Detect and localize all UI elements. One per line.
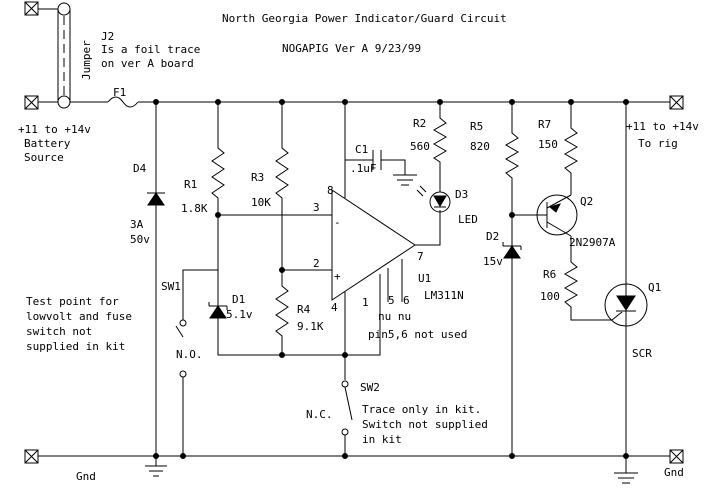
d2-value: 15v — [483, 255, 503, 268]
schematic-title: North Georgia Power Indicator/Guard Circ… — [222, 12, 507, 25]
d4-value-1: 3A — [130, 218, 144, 231]
scr-q1 — [604, 102, 648, 456]
capacitor-c1 — [345, 150, 417, 186]
battery-label-line-1: +11 to +14v — [18, 123, 91, 136]
ground-symbol-right — [614, 456, 638, 484]
junction-dots — [153, 99, 629, 459]
ground-label-left: Gnd — [76, 470, 96, 483]
u1-unused-pins-note: pin5,6 not used — [368, 328, 467, 341]
r3-value: 10K — [251, 196, 271, 209]
switch-sw1 — [175, 269, 218, 456]
q2-part: 2N2907A — [569, 236, 616, 249]
test-point-note-line-4: supplied in kit — [26, 340, 125, 353]
resistor-r3 — [275, 102, 332, 271]
u1-pin-6: 6 — [403, 294, 410, 307]
schematic-version: NOGAPIG Ver A 9/23/99 — [282, 42, 421, 55]
transistor-q2 — [536, 194, 578, 237]
terminal-battery-positive — [24, 95, 39, 110]
sw2-type: N.C. — [306, 408, 333, 421]
zener-d1 — [208, 302, 228, 319]
ground-symbol-left — [145, 456, 167, 477]
test-point-note-line-1: Test point for — [26, 295, 119, 308]
terminal-ground-right — [669, 449, 684, 464]
terminal-top-left — [24, 1, 39, 16]
r3-ref: R3 — [251, 171, 264, 184]
sw2-note-line-1: Trace only in kit. — [362, 403, 481, 416]
d4-ref: D4 — [133, 162, 147, 175]
battery-label-line-2: Battery — [24, 137, 71, 150]
resistor-r1 — [211, 102, 345, 356]
u1-ref: U1 — [418, 272, 431, 285]
u1-pin-3: 3 — [313, 201, 320, 214]
d3-ref: D3 — [455, 188, 468, 201]
r6-ref: R6 — [543, 268, 556, 281]
jumper-j2: Jumper — [38, 2, 93, 109]
resistor-r2 — [433, 102, 447, 192]
r6-value: 100 — [540, 290, 560, 303]
u1-plus: + — [334, 270, 341, 283]
r7-value: 150 — [538, 138, 558, 151]
r2-value: 560 — [410, 140, 430, 153]
d4-value-2: 50v — [130, 233, 150, 246]
sw1-ref: SW1 — [161, 280, 181, 293]
sw2-note-line-2: Switch not supplied — [362, 418, 488, 431]
test-point-note-line-3: switch not — [26, 325, 92, 338]
u1-pin-7: 7 — [417, 250, 424, 263]
switch-sw2 — [341, 380, 353, 456]
d1-value: 5.1v — [226, 308, 253, 321]
to-rig-label-line-1: +11 to +14v — [626, 120, 699, 133]
d1-ref: D1 — [232, 293, 245, 306]
j2-note-line-1: J2 — [101, 30, 114, 43]
c1-ref: C1 — [355, 143, 368, 156]
r4-ref: R4 — [297, 303, 311, 316]
u1-pin-5: 5 — [388, 294, 395, 307]
test-point-note-line-2: lowvolt and fuse — [26, 310, 132, 323]
u1-pin-1: 1 — [362, 296, 369, 309]
jumper-label: Jumper — [80, 40, 93, 80]
r4-value: 9.1K — [297, 320, 324, 333]
terminal-to-rig — [669, 95, 684, 110]
r1-value: 1.8K — [181, 202, 208, 215]
u1-part: LM311N — [424, 289, 464, 302]
u1-minus: - — [334, 216, 341, 229]
led-d3 — [416, 185, 451, 213]
r1-ref: R1 — [184, 178, 197, 191]
sw2-ref: SW2 — [360, 381, 380, 394]
q1-ref: Q1 — [648, 281, 661, 294]
j2-note-line-3: on ver A board — [101, 57, 194, 70]
comparator-u1 — [331, 102, 441, 380]
zener-d2 — [502, 242, 522, 259]
j2-note-line-2: Is a foil trace — [101, 43, 200, 56]
u1-pin-2: 2 — [313, 257, 320, 270]
fuse-f1 — [107, 96, 139, 108]
r2-ref: R2 — [413, 117, 426, 130]
battery-label-line-3: Source — [24, 151, 64, 164]
c1-value: .1uF — [350, 162, 377, 175]
resistor-r7 — [564, 102, 578, 195]
diode-d4 — [147, 102, 165, 456]
d2-ref: D2 — [486, 230, 499, 243]
r5-value: 820 — [470, 140, 490, 153]
r7-ref: R7 — [538, 118, 551, 131]
terminal-ground-left — [24, 449, 39, 464]
sw1-type: N.O. — [176, 348, 203, 361]
u1-nu-label: nu nu — [378, 310, 411, 323]
d3-type: LED — [458, 213, 478, 226]
q1-type: SCR — [632, 347, 652, 360]
sw2-note-line-3: in kit — [362, 433, 402, 446]
u1-pin-4: 4 — [331, 301, 338, 314]
resistor-r6 — [564, 236, 612, 321]
to-rig-label-line-2: To rig — [638, 137, 678, 150]
ground-label-right: Gnd — [664, 466, 684, 479]
resistor-r5 — [505, 102, 540, 456]
q2-ref: Q2 — [580, 195, 593, 208]
fuse-f1-ref: F1 — [113, 86, 126, 99]
resistor-r4 — [275, 270, 289, 355]
u1-pin-8: 8 — [327, 184, 334, 197]
r5-ref: R5 — [470, 120, 483, 133]
